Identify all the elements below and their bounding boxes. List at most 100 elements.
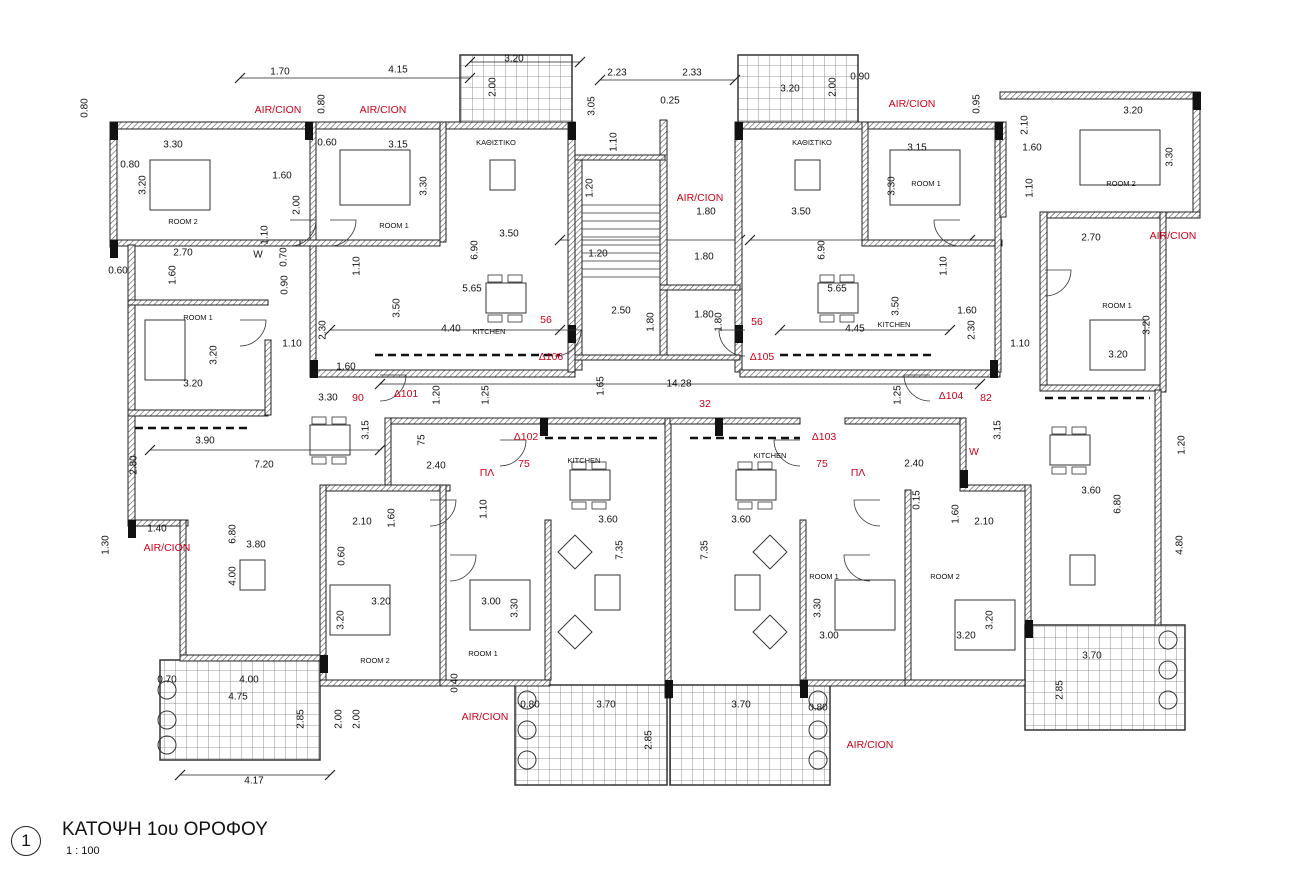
dimension-label: 0.80	[80, 98, 91, 118]
dimension-label: 1.60	[1022, 143, 1042, 154]
dimension-label: 1.70	[270, 67, 290, 78]
dimension-label: 3.20	[336, 610, 347, 630]
dimension-label: 4.00	[239, 675, 259, 686]
door-swing	[289, 219, 317, 247]
armchair	[557, 614, 593, 650]
wall	[384, 417, 392, 489]
dimension-label: 7.35	[615, 540, 626, 560]
wall	[861, 121, 869, 243]
furniture-item	[954, 599, 1016, 651]
annotation-label: AIR/CION	[144, 542, 191, 554]
dimension-label: 0.80	[520, 700, 540, 711]
dimension-label: 2.85	[1055, 680, 1066, 700]
chair	[331, 416, 347, 425]
dimension-label: 1.10	[1010, 339, 1030, 350]
room-label: KITCHEN	[473, 327, 506, 336]
dimension-label: 1.10	[260, 225, 271, 245]
dimension-label: 3.90	[195, 436, 215, 447]
dimension-label: 3.70	[731, 700, 751, 711]
wall	[669, 417, 801, 425]
column	[800, 680, 808, 698]
column	[665, 680, 673, 698]
wall	[109, 121, 571, 130]
dimension-label: 3.50	[392, 298, 403, 318]
dimension-tick	[574, 56, 586, 68]
dimension-label: 3.20	[985, 610, 996, 630]
planter-icon	[157, 710, 177, 730]
chair	[487, 274, 503, 283]
dimension-label: 3.20	[1123, 106, 1143, 117]
dimension-label: 5.65	[462, 284, 482, 295]
dimension-label: 3.15	[361, 420, 372, 440]
room-label: ROOM 2	[168, 217, 198, 226]
door-swing	[239, 319, 267, 347]
wall	[319, 484, 451, 492]
dimension-label: 1.10	[1025, 178, 1036, 198]
dimension-label: 4.40	[441, 324, 461, 335]
room-label: ΚΑΘΙΣΤΙΚΟ	[476, 138, 516, 147]
dimension-tick	[374, 444, 386, 456]
annotation-label: ΠΛ	[480, 467, 495, 479]
dimension-label: 1.80	[694, 310, 714, 321]
room-label: ROOM 1	[809, 572, 839, 581]
balcony	[514, 684, 668, 786]
dimension-label: 4.45	[845, 324, 865, 335]
door-swing	[329, 219, 357, 247]
dimension-label: 3.30	[1165, 147, 1176, 167]
dimension-label: 3.15	[993, 420, 1004, 440]
room-label: KITCHEN	[754, 451, 787, 460]
wall	[309, 121, 317, 378]
dimension-label: 3.30	[510, 598, 521, 618]
dimension-label: 2.50	[611, 306, 631, 317]
room-label: ROOM 1	[1102, 301, 1132, 310]
dimension-label: 2.85	[296, 709, 307, 729]
dimension-label: 1.30	[101, 535, 112, 555]
annotation-label: 75	[816, 458, 828, 470]
wall	[799, 679, 906, 687]
dimension-label: 1.80	[694, 252, 714, 263]
dimension-label: 2.30	[318, 320, 329, 340]
dimension-label: 0.95	[972, 94, 983, 114]
chair	[571, 461, 587, 470]
room-label: ROOM 1	[468, 649, 498, 658]
annotation-label: Δ102	[514, 431, 539, 443]
annotation-label: AIR/CION	[255, 104, 302, 116]
armchair	[557, 534, 593, 570]
dimension-label: 2.80	[129, 455, 140, 475]
door-swing	[1044, 269, 1072, 297]
dining-table	[735, 469, 777, 501]
annotation-label: AIR/CION	[1150, 230, 1197, 242]
dimension-tick	[324, 769, 336, 781]
dimension-label: 14.28	[666, 379, 691, 390]
furniture-item	[489, 159, 516, 191]
room-label: ROOM 1	[379, 221, 409, 230]
wall	[574, 354, 741, 361]
wall	[574, 154, 666, 161]
annotation-label: ΠΛ	[851, 467, 866, 479]
wall	[844, 417, 966, 425]
dimension-label: 0.80	[120, 160, 140, 171]
wall	[384, 417, 546, 425]
wall	[1039, 211, 1201, 219]
dimension-label: 2.40	[426, 461, 446, 472]
dimension-label: 2.00	[352, 709, 363, 729]
dining-table	[309, 424, 351, 456]
wall	[659, 284, 741, 291]
dimension-label: 3.20	[780, 84, 800, 95]
dimension-label: 0.70	[157, 675, 177, 686]
planter-icon	[157, 735, 177, 755]
column	[128, 520, 136, 538]
planter-icon	[808, 690, 828, 710]
column	[568, 325, 576, 343]
wall	[799, 519, 807, 681]
door-swing	[449, 554, 477, 582]
wall	[904, 489, 912, 681]
column	[735, 325, 743, 343]
dimension-label: 0.60	[108, 266, 128, 277]
annotation-label: AIR/CION	[889, 98, 936, 110]
chair	[1051, 426, 1067, 435]
room-label: ROOM 2	[360, 656, 390, 665]
door-swing	[429, 499, 457, 527]
wall	[299, 239, 441, 247]
room-label: ROOM 2	[930, 572, 960, 581]
